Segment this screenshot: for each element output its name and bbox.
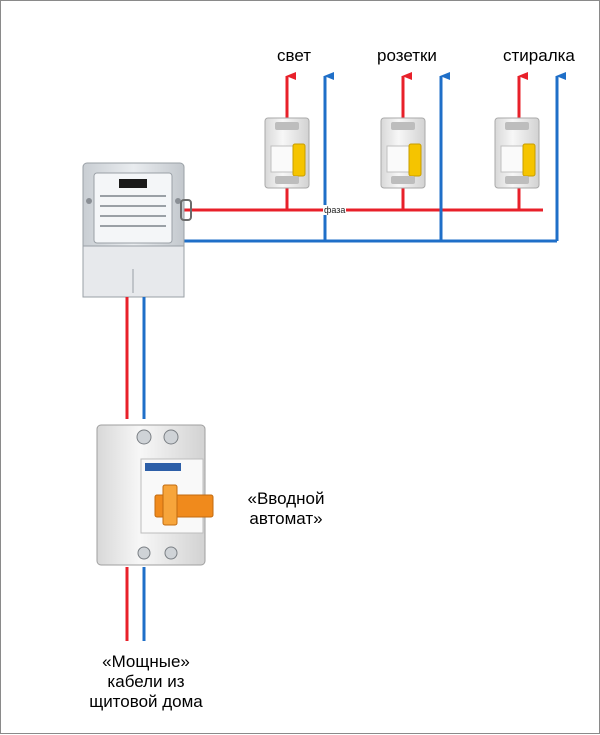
incoming-cables xyxy=(125,567,146,641)
breaker-sockets xyxy=(380,117,426,189)
label-light: свет xyxy=(277,46,312,65)
label-incoming-cables-line1: «Мощные» xyxy=(102,652,190,671)
label-incoming-cables: «Мощные» кабели из щитовой дома xyxy=(71,652,221,712)
label-sockets: розетки xyxy=(377,46,437,65)
label-incoming-cables-line3: щитовой дома xyxy=(89,692,203,711)
label-incoming-cables-line2: кабели из xyxy=(107,672,185,691)
breaker-light xyxy=(264,117,310,189)
label-phase: фаза xyxy=(323,205,347,215)
label-main-breaker-line2: автомат» xyxy=(249,509,323,528)
meter-to-breaker-wires xyxy=(125,297,146,421)
label-main-breaker: «Вводной автомат» xyxy=(231,489,341,529)
main-breaker xyxy=(93,419,214,567)
electricity-meter xyxy=(82,162,192,298)
breaker-washer xyxy=(494,117,540,189)
label-washer: стиралка xyxy=(503,46,575,65)
label-main-breaker-line1: «Вводной xyxy=(247,489,325,508)
